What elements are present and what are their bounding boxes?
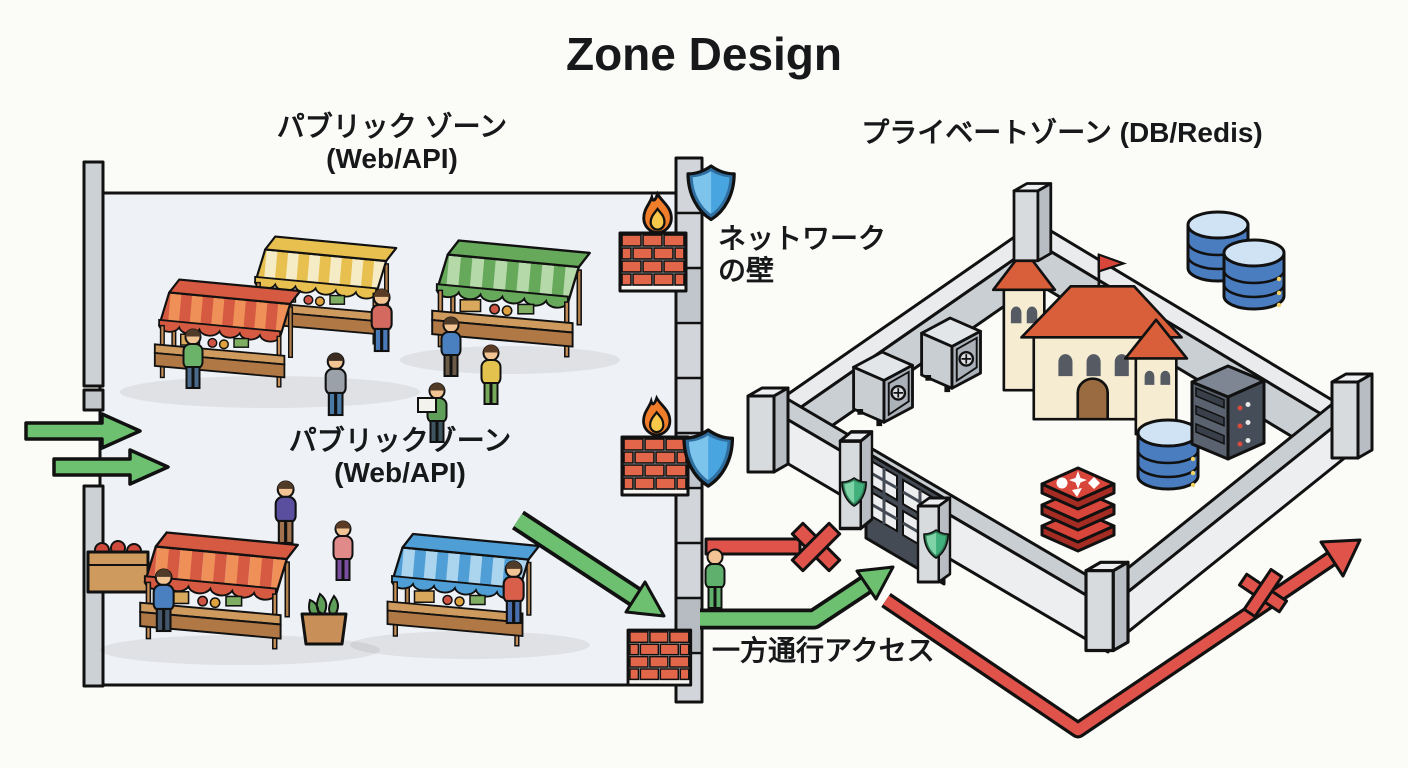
- x-mark-icon: [790, 521, 842, 573]
- red-blocked-arrow-icon: [704, 537, 802, 556]
- pillar: [1084, 560, 1130, 653]
- person-icon: [152, 567, 175, 633]
- safe-icon: [920, 316, 982, 394]
- redis-stack-icon: [1040, 466, 1116, 553]
- person-icon: [324, 351, 347, 417]
- market-stalls-lower: [100, 531, 590, 665]
- network-wall-label-line2: の壁: [718, 255, 774, 286]
- access-arrows: 一方通行アクセス: [700, 521, 935, 666]
- private-zone-label: プライベートゾーン (DB/Redis): [861, 117, 1263, 148]
- pillar: [1012, 182, 1053, 263]
- blocked-perimeter-arrow: [881, 538, 1362, 739]
- public-zone-top-label-line2: (Web/API): [326, 143, 458, 174]
- crate-icon: [86, 540, 150, 594]
- outbound-arrow: [511, 510, 666, 618]
- person-icon: [332, 520, 354, 581]
- red-arrow-icon: [1319, 538, 1362, 578]
- pillar: [746, 386, 790, 474]
- castle-icon: [991, 248, 1189, 436]
- green-arrow-icon: [855, 565, 895, 601]
- pillar: [1330, 372, 1374, 460]
- green-arrow-icon: [624, 580, 666, 618]
- one-way-arrow: [700, 565, 895, 630]
- person-icon: [370, 287, 393, 353]
- database-cylinder-icon: [1136, 418, 1200, 491]
- firewall-brick-icon: [618, 231, 688, 293]
- one-way-access-label: 一方通行アクセス: [712, 634, 935, 666]
- person-icon: [440, 316, 462, 377]
- public-zone-center-label-line2: (Web/API): [334, 457, 466, 488]
- public-zone-center-label-line1: パブリックゾーン: [289, 424, 512, 456]
- plant-box-icon: [300, 592, 348, 646]
- database-cylinder-icon: [1222, 238, 1286, 311]
- people-upper: [182, 287, 502, 443]
- person-icon: [182, 328, 204, 389]
- person-icon: [274, 479, 297, 545]
- firewall-brick-icon: [620, 435, 690, 497]
- x-mark-icon: [1237, 567, 1289, 619]
- person-icon: [502, 559, 525, 625]
- public-zone-top-label-line1: パブリック ゾーン: [277, 110, 507, 142]
- private-zone: プライベートゾーン (DB/Redis): [746, 117, 1374, 739]
- server-rack-icon: [1190, 364, 1266, 461]
- network-wall: ネットワーク の壁: [618, 156, 886, 704]
- page-title: Zone Design: [566, 28, 842, 80]
- person-icon: [704, 548, 726, 609]
- firewall-brick-icon: [626, 628, 693, 687]
- safe-icon: [852, 350, 914, 428]
- book-icon: [417, 397, 437, 413]
- network-wall-label-line1: ネットワーク: [718, 223, 886, 254]
- person-icon: [480, 344, 502, 405]
- public-zone: パブリック ゾーン (Web/API) パブリックゾーン (Web/API): [24, 110, 690, 688]
